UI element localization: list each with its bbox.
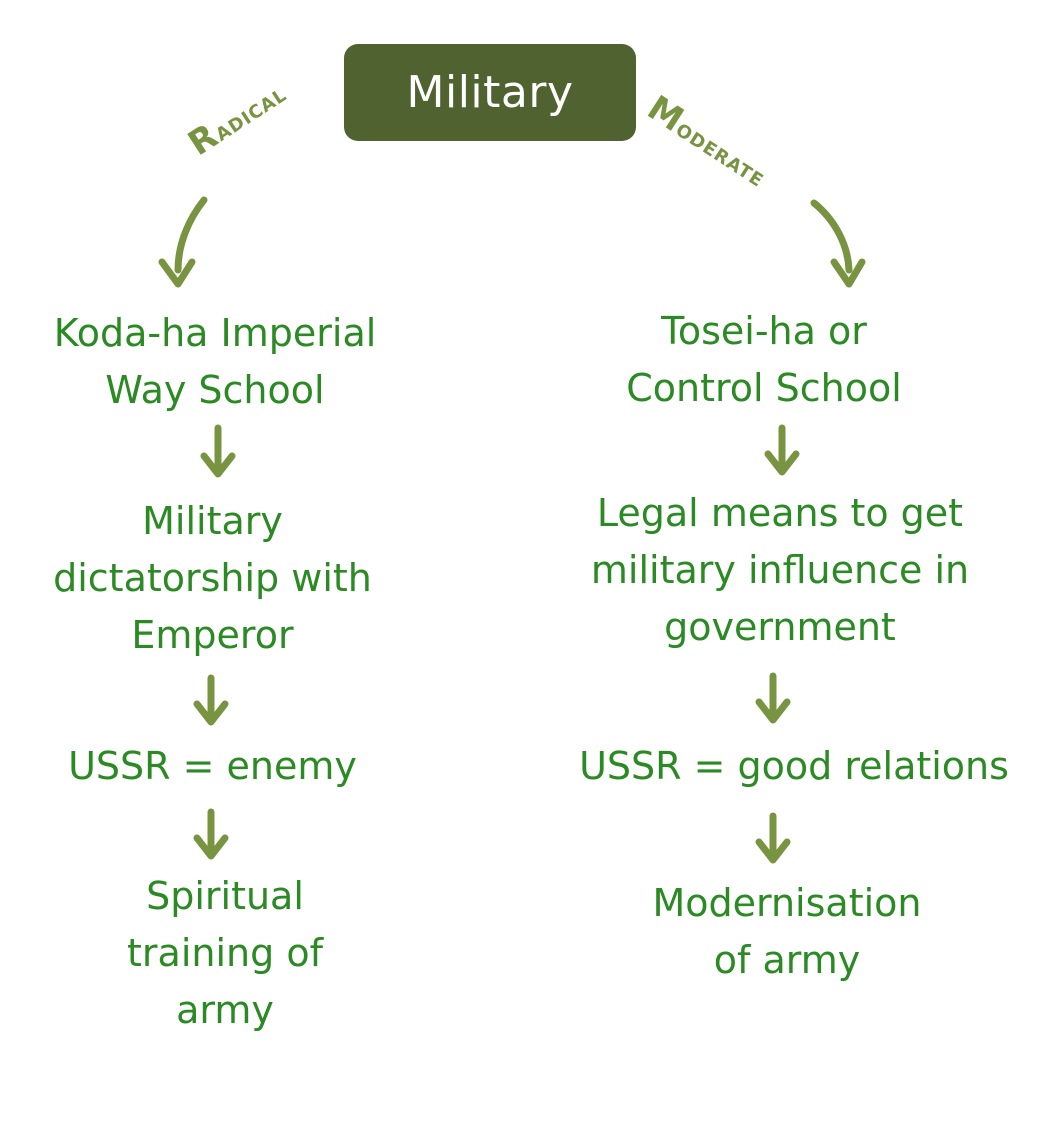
radical-curved-arrow-head xyxy=(158,258,196,288)
right-arrow-2 xyxy=(755,672,791,724)
right-node-ussr-good-relations: USSR = good relations xyxy=(579,744,1009,788)
left-arrow-2 xyxy=(193,674,229,726)
left-node-koda-ha: Koda-ha Imperial Way School xyxy=(53,311,377,412)
right-node-legal-means: Legal means to get military influence in… xyxy=(590,491,970,649)
left-arrow-1 xyxy=(200,424,236,478)
moderate-curved-arrow xyxy=(810,199,853,274)
right-arrow-3 xyxy=(755,812,791,864)
moderate-curved-arrow-head xyxy=(830,258,866,288)
root-node-military: Military xyxy=(344,44,636,141)
left-node-spiritual-training: Spiritual training of army xyxy=(127,874,323,1032)
left-arrow-3 xyxy=(193,808,229,860)
radical-curved-arrow xyxy=(174,196,208,274)
left-node-military-dictatorship: Military dictatorship with Emperor xyxy=(53,499,372,657)
right-arrow-1 xyxy=(764,424,800,476)
right-node-tosei-ha: Tosei-ha or Control School xyxy=(626,309,902,410)
left-node-ussr-enemy: USSR = enemy xyxy=(68,744,357,788)
right-node-modernisation: Modernisation of army xyxy=(652,881,922,982)
root-node-label: Military xyxy=(406,67,574,118)
